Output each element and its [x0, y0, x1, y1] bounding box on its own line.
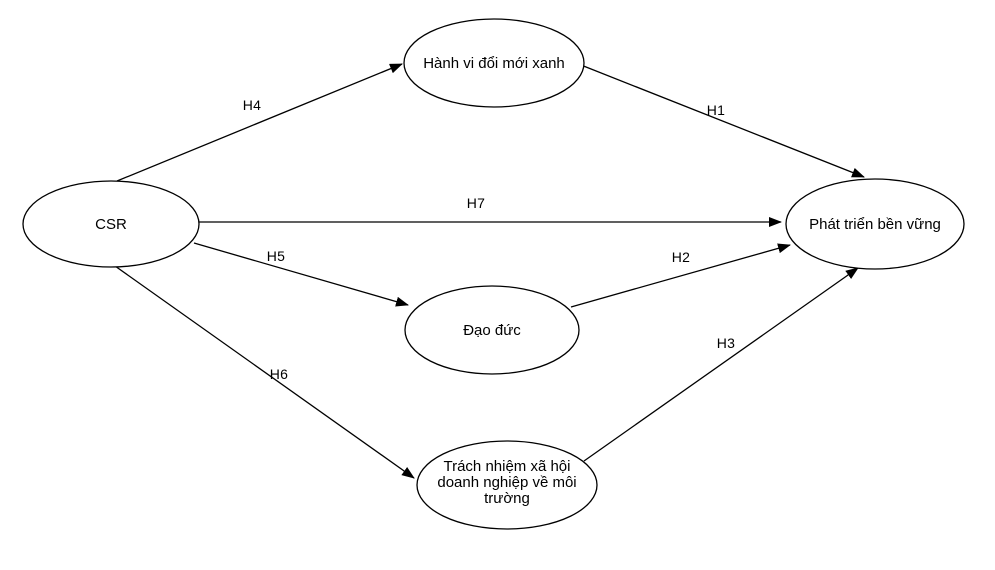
edges-layer: [114, 63, 865, 479]
nodes-layer: CSR Hành vi đổi mới xanh Đạo đức Trách n…: [22, 18, 965, 530]
edge-h2-label: H2: [672, 249, 691, 265]
node-ethics-ellipse: [404, 285, 580, 375]
edge-h6-arrow: [114, 265, 415, 479]
edge-h6-label: H6: [270, 366, 289, 382]
node-csr-ellipse: [22, 180, 200, 268]
node-ethics: Đạo đức: [404, 285, 580, 375]
node-sustainable-development: Phát triển bền vững: [785, 178, 965, 270]
edge-h4-label: H4: [243, 97, 262, 113]
node-green-innovation-label: Hành vi đổi mới xanh: [423, 55, 565, 72]
node-sustainable-development-ellipse: [785, 178, 965, 270]
edge-h3-arrow: [583, 267, 859, 462]
edge-h1-label: H1: [707, 102, 726, 118]
node-environmental-csr-ellipse: [416, 440, 598, 530]
edge-h7-label: H7: [467, 195, 486, 211]
node-sustainable-development-label: Phát triển bền vững: [809, 216, 941, 233]
edge-h3-label: H3: [717, 335, 736, 351]
edge-h5-arrow: [193, 242, 409, 307]
node-green-innovation-behavior: Hành vi đổi mới xanh: [403, 18, 585, 108]
node-csr: CSR: [22, 180, 200, 268]
node-ethics-label: Đạo đức: [463, 322, 521, 339]
node-green-innovation-ellipse: [403, 18, 585, 108]
edge-h4-arrow: [116, 63, 403, 182]
node-csr-label: CSR: [95, 216, 127, 233]
edge-h1-arrow: [580, 64, 865, 178]
edge-h2-arrow: [570, 243, 791, 308]
edge-labels-layer: H4 H7 H5 H6 H1 H2 H3: [243, 97, 736, 382]
edge-h5-label: H5: [267, 248, 286, 264]
